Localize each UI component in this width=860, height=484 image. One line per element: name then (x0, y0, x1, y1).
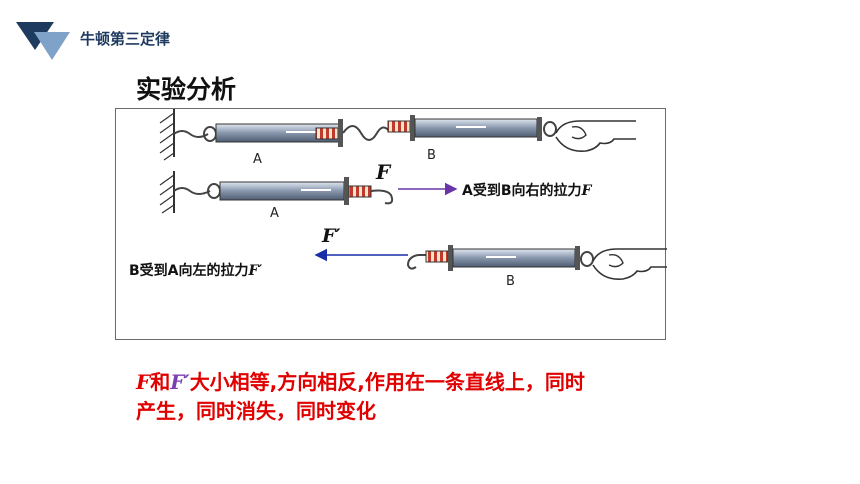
force-fprime-description: B受到A向左的拉力F′ (129, 263, 263, 279)
spring-scale-a-top (173, 119, 343, 147)
spring-scale-b-top (387, 115, 557, 141)
hand-bottom (592, 248, 667, 281)
force-f-symbol: F (376, 160, 391, 184)
hook-link-top (342, 125, 390, 141)
logo (14, 16, 72, 62)
label-b-bottom: B (506, 274, 515, 289)
conclusion-text: F和F′大小相等,方向相反,作用在一条直线上，同时 产生，同时消失，同时变化 (136, 368, 736, 426)
force-f-description: A受到B向右的拉力F (462, 183, 592, 199)
hand-top (555, 120, 636, 153)
wall-middle (159, 171, 175, 214)
conclusion-line1: 大小相等,方向相反,作用在一条直线上，同时 (189, 370, 585, 394)
section-title: 实验分析 (136, 75, 237, 104)
conclusion-line2: 产生，同时消失，同时变化 (136, 399, 376, 423)
spring-scale-b-bottom (406, 245, 594, 271)
header-title: 牛顿第三定律 (80, 30, 171, 48)
conclusion-and: 和 (150, 370, 171, 394)
conclusion-fprime: F′ (170, 370, 190, 394)
experiment-diagram: A B A B F A受到B向右的拉力F F′ B受到A向左的拉力F′ (115, 108, 667, 340)
wall-top (159, 109, 175, 161)
label-b-top: B (427, 148, 436, 163)
conclusion-f: F (136, 370, 151, 394)
spring-scale-a-middle (173, 177, 394, 205)
label-a-top: A (253, 152, 262, 167)
label-a-middle: A (270, 206, 279, 221)
force-fprime-symbol: F′ (322, 225, 341, 247)
